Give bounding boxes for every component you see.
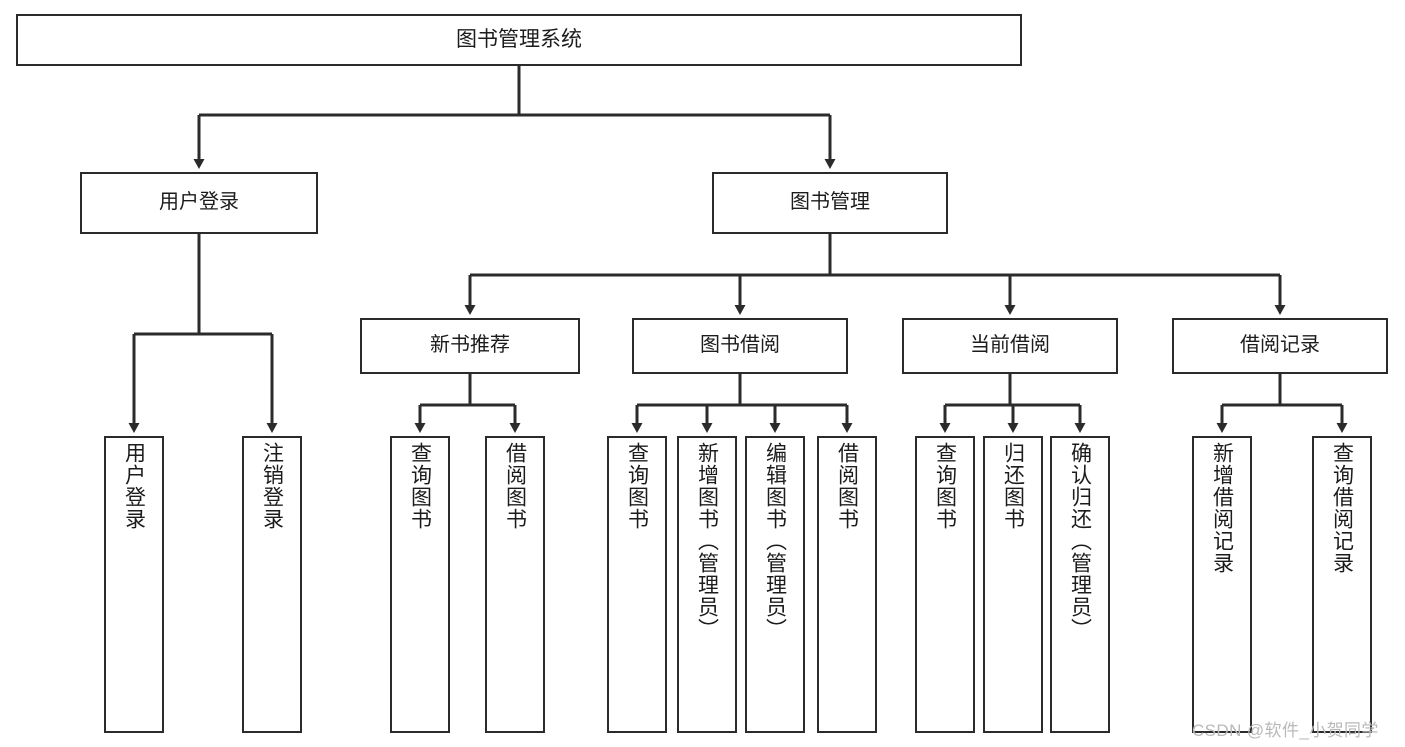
connector-root-to-level1 (193, 66, 836, 169)
node-borrow-records[interactable]: 借阅记录 (1172, 318, 1388, 374)
node-leaf-query-book-2[interactable]: 查询图书 (607, 436, 667, 733)
node-label: 归还图书 (1001, 442, 1025, 530)
node-label: 查询图书 (625, 442, 649, 530)
node-label: 查询借阅记录 (1330, 442, 1354, 574)
connector-borrow-records-to-leaves (1216, 374, 1348, 433)
node-label: 借阅图书 (503, 442, 527, 530)
connector-new-book-recommend-to-leaves (414, 374, 521, 433)
node-label: 查询图书 (408, 442, 432, 530)
node-leaf-query-book-3[interactable]: 查询图书 (915, 436, 975, 733)
node-label: 注销登录 (260, 442, 284, 530)
node-label: 查询图书 (933, 442, 957, 530)
node-leaf-return-book[interactable]: 归还图书 (983, 436, 1043, 733)
node-label: 新增图书（管理员） (695, 442, 719, 640)
node-label: 借阅记录 (1240, 334, 1320, 357)
node-label: 新增借阅记录 (1210, 442, 1234, 574)
node-leaf-confirm-return[interactable]: 确认归还（管理员） (1050, 436, 1110, 733)
node-label: 借阅图书 (835, 442, 859, 530)
node-new-book-recommend[interactable]: 新书推荐 (360, 318, 580, 374)
connector-user-login-to-leaves (128, 234, 278, 433)
node-leaf-query-book-1[interactable]: 查询图书 (390, 436, 450, 733)
node-label: 确认归还（管理员） (1068, 442, 1092, 640)
connector-book-management-to-level2 (464, 234, 1286, 315)
node-label: 图书管理 (790, 191, 870, 214)
node-leaf-logout[interactable]: 注销登录 (242, 436, 302, 733)
node-leaf-user-login[interactable]: 用户登录 (104, 436, 164, 733)
connector-book-borrow-to-leaves (631, 374, 853, 433)
node-book-borrow[interactable]: 图书借阅 (632, 318, 848, 374)
node-leaf-query-record[interactable]: 查询借阅记录 (1312, 436, 1372, 733)
node-label: 用户登录 (122, 442, 146, 530)
connector-current-borrow-to-leaves (939, 374, 1086, 433)
node-leaf-borrow-book-1[interactable]: 借阅图书 (485, 436, 545, 733)
node-book-management[interactable]: 图书管理 (712, 172, 948, 234)
node-label: 编辑图书（管理员） (763, 442, 787, 640)
node-label: 图书管理系统 (456, 27, 582, 51)
node-root-system[interactable]: 图书管理系统 (16, 14, 1022, 66)
node-current-borrow[interactable]: 当前借阅 (902, 318, 1118, 374)
node-leaf-add-record[interactable]: 新增借阅记录 (1192, 436, 1252, 733)
node-label: 新书推荐 (430, 334, 510, 357)
node-leaf-edit-book[interactable]: 编辑图书（管理员） (745, 436, 805, 733)
node-label: 图书借阅 (700, 334, 780, 357)
node-label: 用户登录 (159, 191, 239, 214)
node-user-login[interactable]: 用户登录 (80, 172, 318, 234)
node-leaf-add-book[interactable]: 新增图书（管理员） (677, 436, 737, 733)
node-label: 当前借阅 (970, 334, 1050, 357)
node-leaf-borrow-book-2[interactable]: 借阅图书 (817, 436, 877, 733)
